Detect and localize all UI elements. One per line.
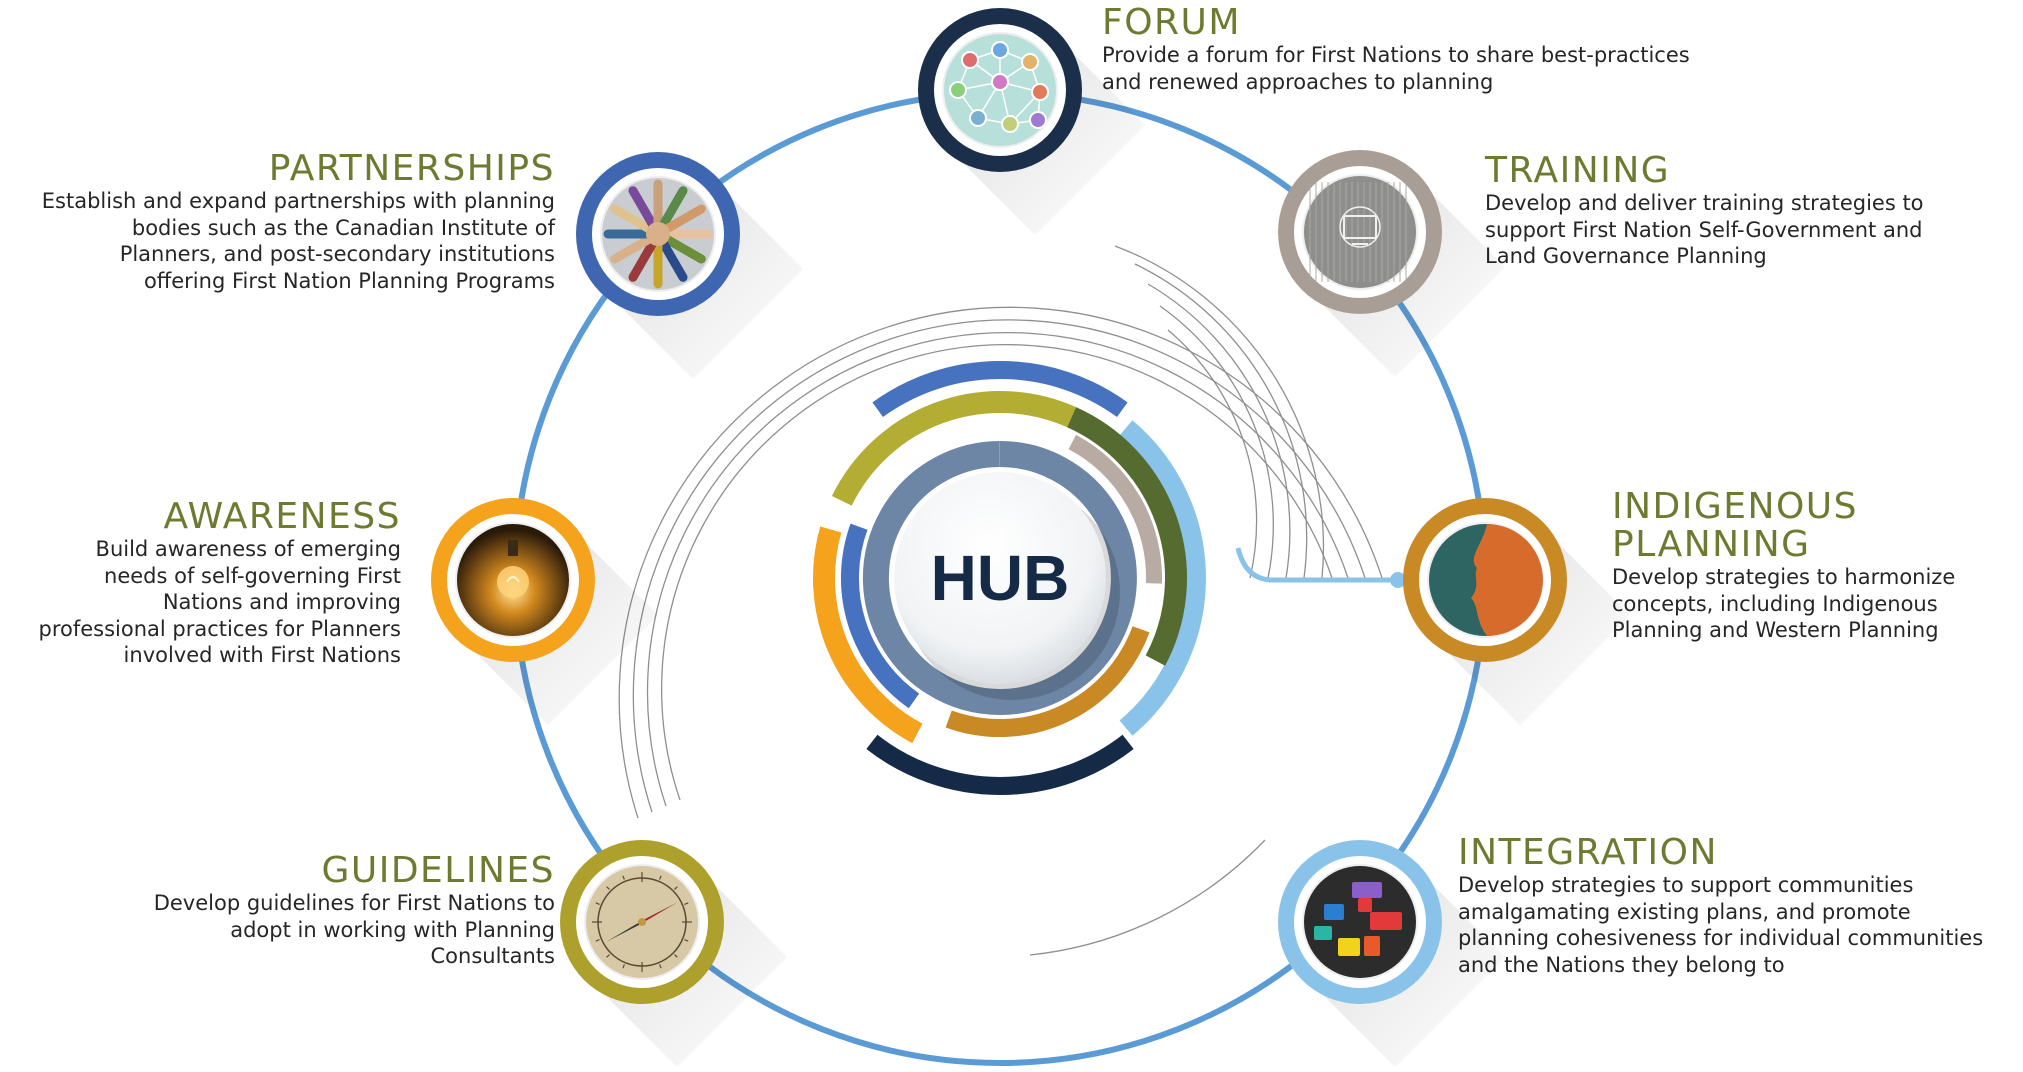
node-title: PLANNING <box>1612 524 1811 565</box>
ring-arc-light-blue <box>1119 420 1206 736</box>
node-circles <box>431 8 1630 1067</box>
node-forum: FORUM Provide a forum for First Nations … <box>1102 4 1690 95</box>
two-faces-icon <box>1429 524 1543 636</box>
node-title: INTEGRATION <box>1458 832 1718 873</box>
node-desc-line: needs of self-governing First <box>104 563 401 588</box>
ring-arc-blue-outer <box>872 360 1128 417</box>
node-title: INDIGENOUS <box>1612 486 1858 527</box>
node-desc-line: planning cohesiveness for individual com… <box>1458 926 1984 950</box>
ring-arc-olive <box>831 390 1077 506</box>
node-desc-line: and renewed approaches to planning <box>1102 69 1494 94</box>
ring-arc-gold <box>945 626 1150 738</box>
hub-label: HUB <box>931 542 1070 614</box>
node-desc-line: Develop strategies to support communitie… <box>1458 873 1914 897</box>
node-title: PARTNERSHIPS <box>268 148 555 189</box>
node-desc-line: adopt in working with Planning <box>230 917 555 942</box>
node-desc-line: Planners, and post-secondary institution… <box>119 242 555 266</box>
node-desc-line: support First Nation Self-Government and <box>1485 217 1923 242</box>
node-desc-line: Establish and expand partnerships with p… <box>41 189 555 213</box>
node-desc-line: Develop and deliver training strategies … <box>1485 191 1924 215</box>
joined-hands-icon <box>602 178 714 290</box>
node-desc-line: offering First Nation Planning Programs <box>143 268 555 293</box>
ring-arc-navy-outer <box>866 734 1134 795</box>
node-circle-indigenous <box>1403 498 1630 725</box>
node-desc-line: Provide a forum for First Nations to sha… <box>1102 43 1690 67</box>
node-circle-training <box>1278 150 1505 377</box>
node-desc-line: amalgamating existing plans, and promote <box>1458 899 1911 924</box>
node-desc-line: Planning and Western Planning <box>1612 618 1939 642</box>
node-circle-partnerships <box>576 152 803 379</box>
ring-arc-blue-inner <box>840 523 920 709</box>
node-desc-line: involved with First Nations <box>123 643 401 667</box>
ring-arc-taupe <box>1068 434 1162 584</box>
node-desc-line: Develop strategies to harmonize <box>1612 565 1956 589</box>
node-integration: INTEGRATION Develop strategies to suppor… <box>1458 834 1983 978</box>
node-desc-line: professional practices for Planners <box>38 616 401 641</box>
computer-screen-icon <box>1304 176 1416 288</box>
node-desc-line: Consultants <box>430 944 556 968</box>
node-title: GUIDELINES <box>321 850 555 891</box>
node-circle-forum <box>918 8 1145 235</box>
network-people-icon <box>944 34 1056 146</box>
node-title: FORUM <box>1102 2 1241 43</box>
node-awareness: AWARENESS Build awareness of emerging ne… <box>39 498 401 669</box>
node-guidelines: GUIDELINES Develop guidelines for First … <box>154 852 555 970</box>
ring-arc-steel <box>862 441 1137 715</box>
node-desc-line: concepts, including Indigenous <box>1612 591 1938 616</box>
hub-core <box>894 472 1106 684</box>
node-desc-line: Develop guidelines for First Nations to <box>153 891 555 915</box>
ring-arc-dark-green <box>1067 407 1187 666</box>
node-title: TRAINING <box>1485 150 1671 191</box>
puzzle-blocks-icon <box>1304 866 1416 978</box>
node-training: TRAINING Develop and deliver training st… <box>1485 152 1924 270</box>
hub-rings <box>813 360 1206 795</box>
node-indigenous-planning: INDIGENOUS PLANNING Develop strategies t… <box>1612 488 1955 644</box>
node-title: AWARENESS <box>163 496 401 537</box>
node-circle-integration <box>1278 840 1505 1067</box>
node-desc-line: Build awareness of emerging <box>95 537 401 561</box>
node-desc-line: Land Governance Planning <box>1485 244 1767 268</box>
node-desc-line: and the Nations they belong to <box>1458 952 1785 977</box>
node-circle-awareness <box>431 498 658 725</box>
compass-icon <box>586 866 698 978</box>
node-desc-line: Nations and improving <box>162 590 401 614</box>
ring-arc-orange <box>813 526 923 744</box>
light-bulb-icon <box>457 524 569 636</box>
node-desc-line: bodies such as the Canadian Institute of <box>131 215 555 240</box>
node-circle-guidelines <box>560 840 787 1067</box>
node-partnerships: PARTNERSHIPS Establish and expand partne… <box>42 150 555 294</box>
hub-connector <box>1235 547 1406 588</box>
